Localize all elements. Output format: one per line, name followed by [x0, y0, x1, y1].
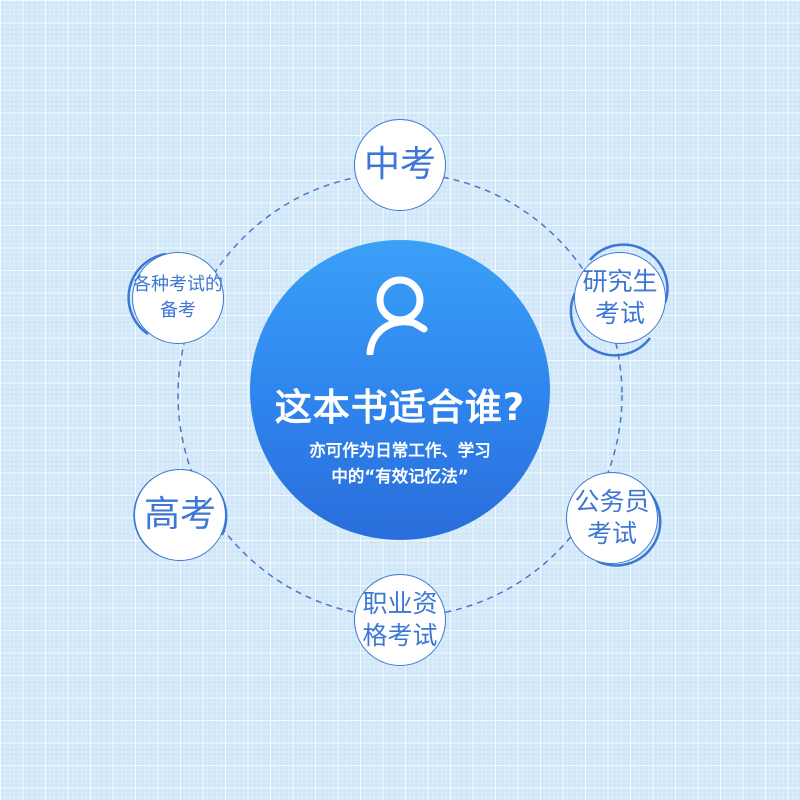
node-gaokao: 高考: [120, 455, 240, 575]
person-icon: [366, 276, 428, 355]
node-yanjiusheng: 研究生 考试: [560, 238, 680, 358]
node-gongwuyuan: 公务员 考试: [552, 458, 672, 578]
center-subtitle-line1: 亦可作为日常工作、学习: [309, 441, 491, 460]
node-label: 各种考试的: [133, 274, 223, 295]
node-label: 研究生: [582, 267, 658, 296]
center-subtitle: 亦可作为日常工作、学习 中的“有效记忆法”: [250, 438, 550, 490]
center-title: 这本书适合谁?: [274, 386, 526, 429]
node-label: 考试: [594, 299, 645, 328]
node-zhongkao: 中考: [340, 105, 460, 225]
node-zhiye: 职业资 格考试: [340, 560, 460, 680]
node-label: 职业资: [362, 589, 438, 618]
node-label: 中考: [363, 144, 436, 185]
ring-arcs-icon: [569, 243, 669, 357]
node-label: 公务员: [574, 487, 650, 516]
node-label: 备考: [160, 300, 196, 321]
node-label: 格考试: [362, 621, 438, 650]
node-gezhong: 各种考试的 备考: [118, 238, 238, 358]
center-circle: 这本书适合谁? 亦可作为日常工作、学习 中的“有效记忆法”: [250, 240, 550, 540]
center-subtitle-line2: 中的“有效记忆法”: [331, 467, 469, 486]
node-label: 高考: [143, 494, 216, 535]
node-label: 考试: [586, 519, 637, 548]
